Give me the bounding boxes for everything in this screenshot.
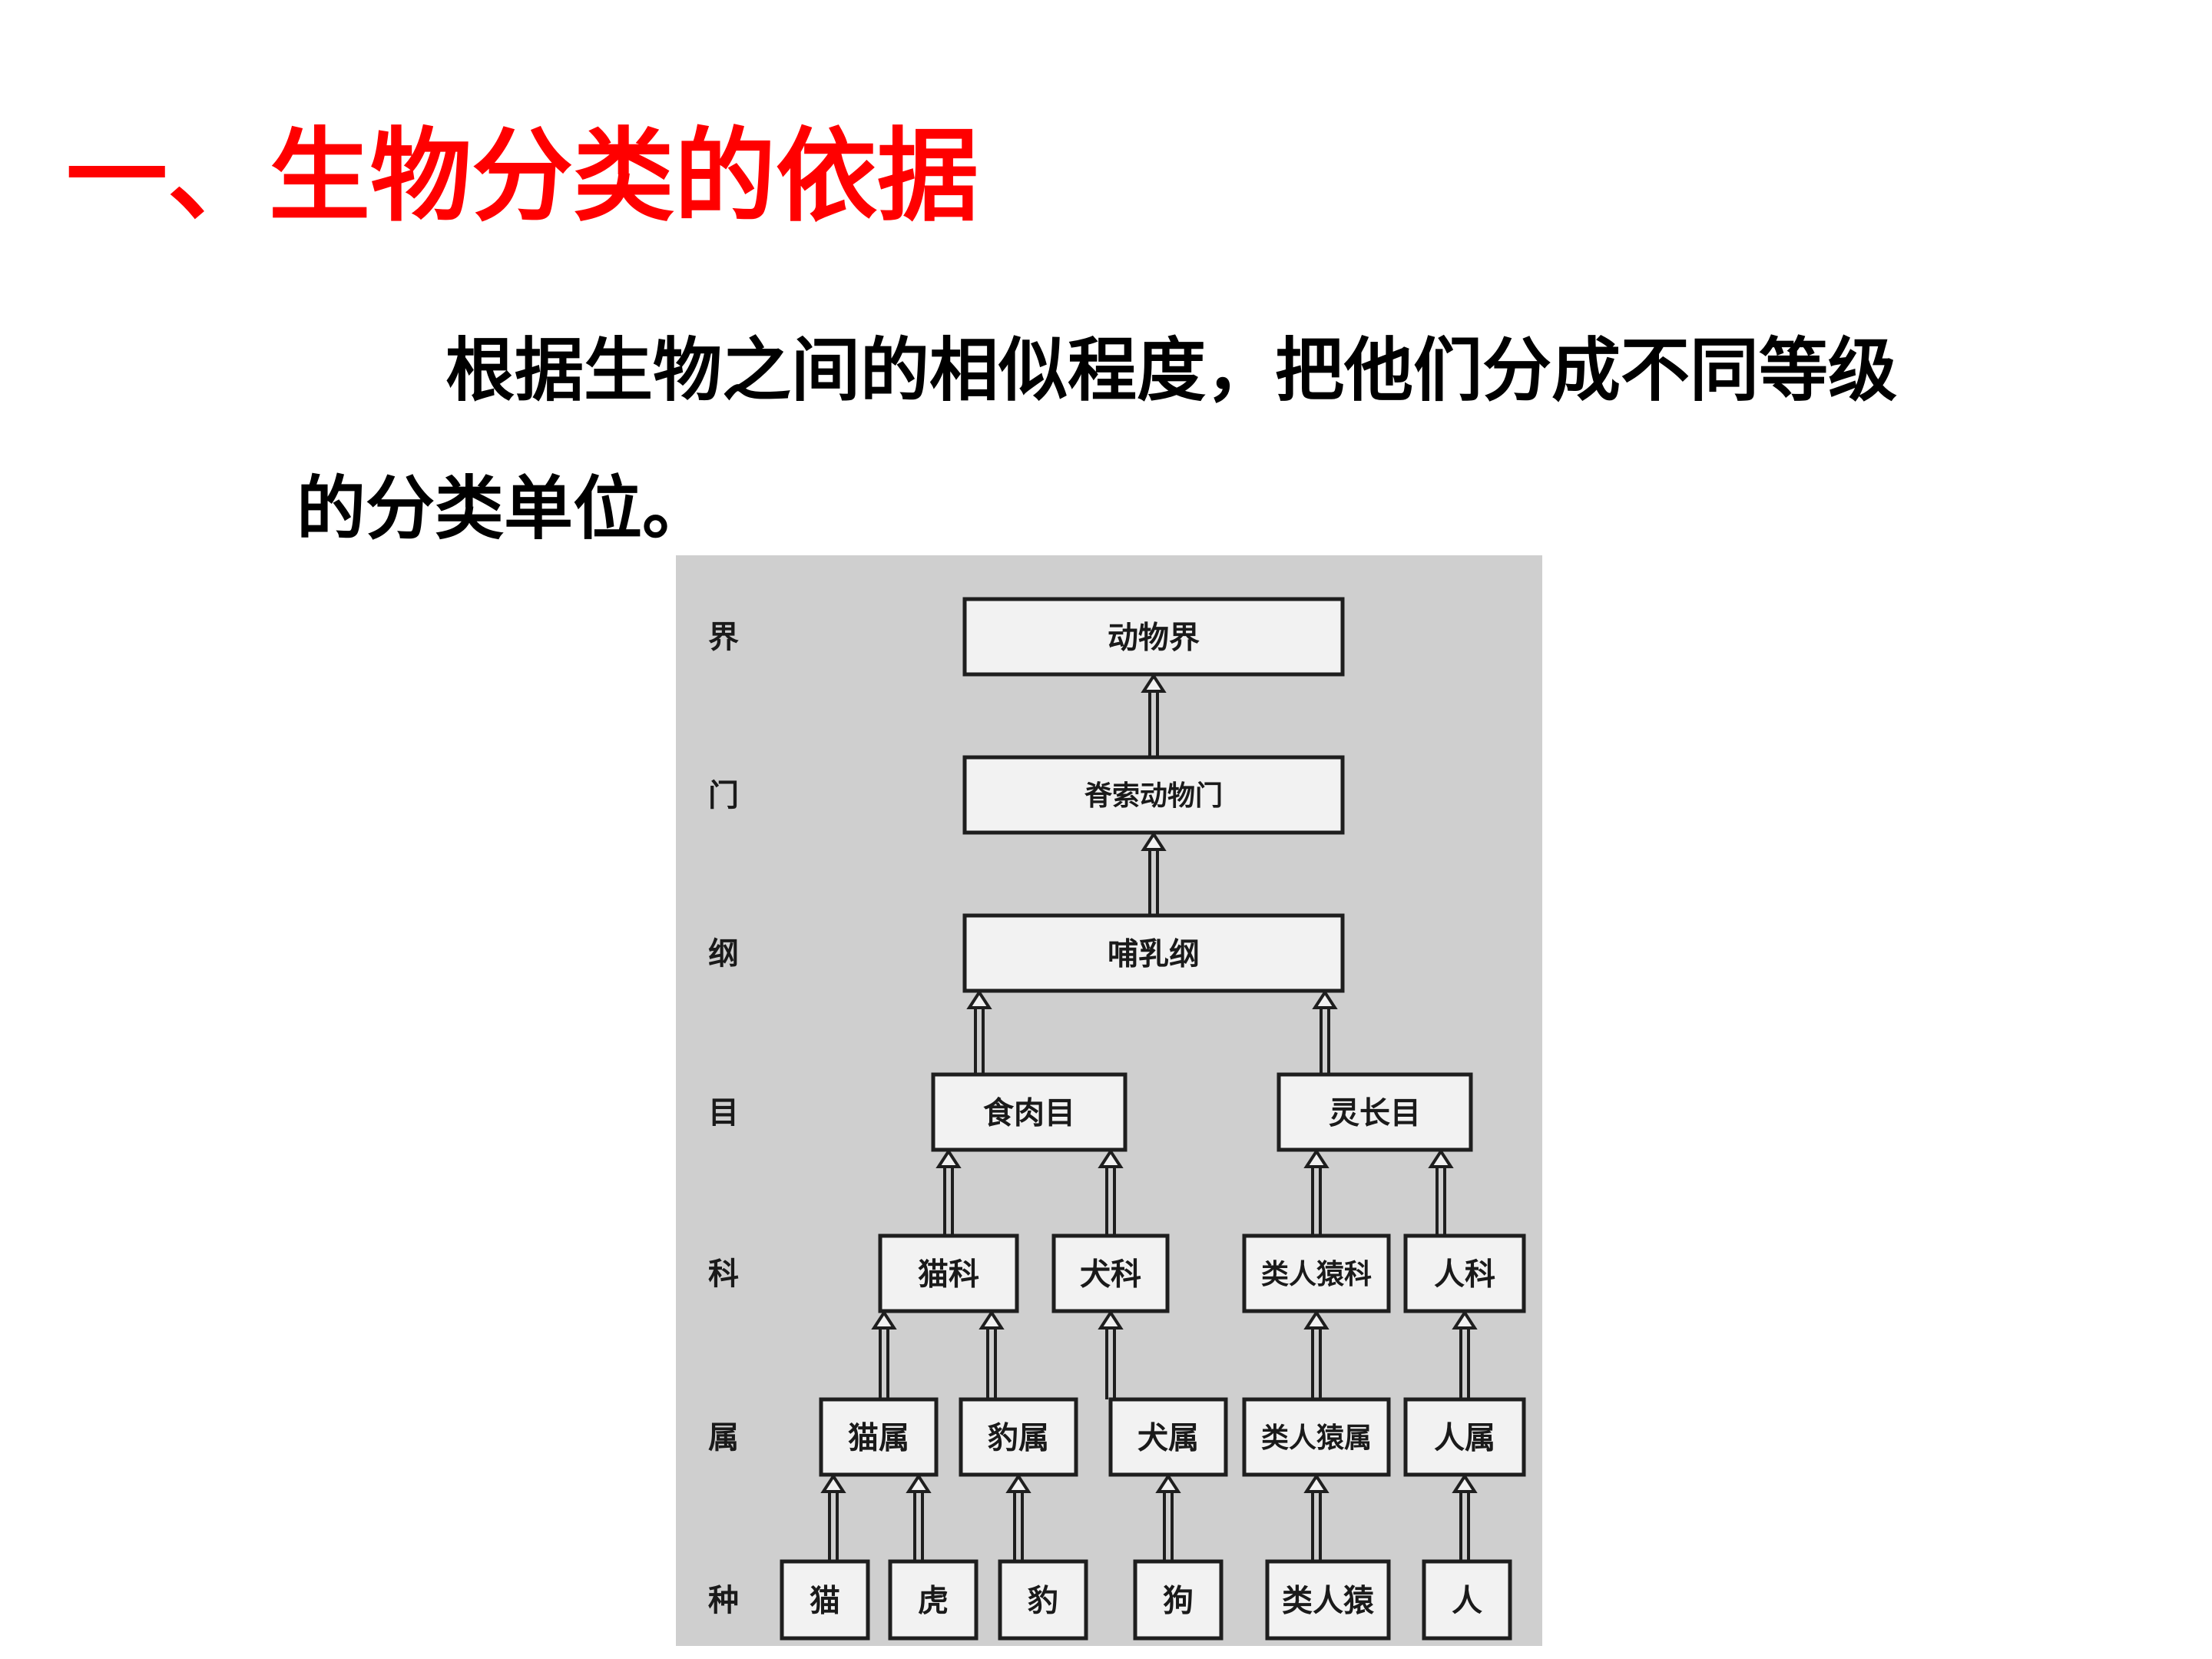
taxon-node-dog: 狗	[1133, 1559, 1224, 1641]
taxon-node-canidae: 犬科	[1051, 1233, 1170, 1313]
rank-label: 属	[708, 1420, 739, 1455]
taxon-label: 食肉目	[983, 1095, 1075, 1131]
rank-label: 目	[708, 1095, 739, 1131]
taxon-node-carnivora: 食肉目	[931, 1072, 1128, 1152]
taxon-label: 猫科	[918, 1257, 979, 1292]
taxon-label: 类人猿属	[1261, 1422, 1372, 1454]
taxon-label: 人	[1452, 1583, 1482, 1618]
taxon-node-ape: 类人猿	[1265, 1559, 1391, 1641]
slide-title: 一、生物分类的依据	[66, 118, 979, 236]
taxon-label: 犬属	[1137, 1420, 1199, 1455]
taxon-label: 豹	[1028, 1583, 1058, 1618]
taxon-label: 豹属	[988, 1420, 1049, 1455]
taxon-node-felis: 猫属	[819, 1397, 939, 1477]
arrow-leopard-to-panthera	[1005, 1473, 1031, 1561]
taxon-label: 犬科	[1080, 1257, 1141, 1292]
taxon-node-human: 人	[1422, 1559, 1512, 1641]
taxon-label: 人科	[1434, 1257, 1495, 1292]
taxon-label: 猫属	[848, 1420, 909, 1455]
description-line-2: 的分类单位。	[296, 469, 711, 549]
arrow-human-to-homo	[1452, 1473, 1478, 1561]
arrow-class-to-phylum	[1141, 831, 1167, 916]
arrow-dog-to-canis	[1155, 1473, 1181, 1561]
taxon-label: 哺乳纲	[1108, 936, 1200, 972]
taxon-label: 猫	[810, 1583, 840, 1618]
arrow-tiger-to-felis	[906, 1473, 932, 1561]
taxon-node-primates: 灵长目	[1277, 1072, 1473, 1152]
taxon-label: 人属	[1434, 1420, 1495, 1455]
arrow-homo-to-hominidae	[1452, 1310, 1478, 1399]
arrow-cat-to-felis	[820, 1473, 846, 1561]
taxon-node-tiger: 虎	[888, 1559, 979, 1641]
taxon-node-class: 哺乳纲	[962, 913, 1345, 993]
arrow-carnivora-to-class	[966, 989, 992, 1075]
taxon-label: 脊索动物门	[1084, 780, 1223, 812]
description-line-1: 根据生物之间的相似程度，把他们分成不同等级	[445, 330, 1897, 411]
taxon-node-phylum: 脊索动物门	[962, 755, 1345, 835]
arrow-panthera-to-felidae	[979, 1310, 1005, 1399]
taxon-label: 灵长目	[1329, 1095, 1421, 1131]
taxon-node-kingdom: 动物界	[962, 597, 1345, 677]
arrow-primates-to-class	[1312, 989, 1338, 1075]
arrow-felis-to-felidae	[871, 1310, 897, 1399]
arrow-ape-genus-to-pongidae	[1303, 1310, 1330, 1399]
taxon-node-ape-genus: 类人猿属	[1242, 1397, 1391, 1477]
arrow-pongidae-to-primates	[1303, 1148, 1330, 1236]
taxon-node-pongidae: 类人猿科	[1242, 1233, 1391, 1313]
rank-label: 科	[708, 1257, 739, 1292]
taxonomy-diagram: 界门纲目科属种 动物界脊索动物门哺乳纲食肉目 灵长目猫科 犬科 类人猿科 人科猫属 豹属 犬属…	[676, 555, 1542, 1646]
taxon-node-leopard: 豹	[998, 1559, 1088, 1641]
taxon-node-felidae: 猫科	[878, 1233, 1019, 1313]
arrow-phylum-to-kingdom	[1141, 673, 1167, 757]
taxon-label: 类人猿	[1282, 1583, 1375, 1618]
arrow-hominidae-to-primates	[1428, 1148, 1454, 1236]
taxon-node-panthera: 豹属	[959, 1397, 1078, 1477]
arrow-canidae-to-carnivora	[1098, 1148, 1124, 1236]
taxon-node-homo: 人属	[1403, 1397, 1526, 1477]
taxon-label: 狗	[1163, 1583, 1194, 1618]
taxon-label: 动物界	[1108, 620, 1200, 655]
rank-label: 种	[708, 1583, 739, 1618]
taxon-label: 虎	[918, 1583, 949, 1618]
rank-label: 门	[708, 778, 739, 813]
taxon-node-hominidae: 人科	[1403, 1233, 1526, 1313]
taxon-node-canis: 犬属	[1108, 1397, 1228, 1477]
arrow-felidae-to-carnivora	[935, 1148, 962, 1236]
taxon-label: 类人猿科	[1261, 1259, 1372, 1290]
arrow-canis-to-canidae	[1098, 1310, 1124, 1399]
rank-label: 纲	[708, 936, 739, 972]
taxon-node-cat: 猫	[780, 1559, 870, 1641]
rank-label: 界	[708, 620, 739, 655]
arrow-ape-to-ape-genus	[1303, 1473, 1330, 1561]
